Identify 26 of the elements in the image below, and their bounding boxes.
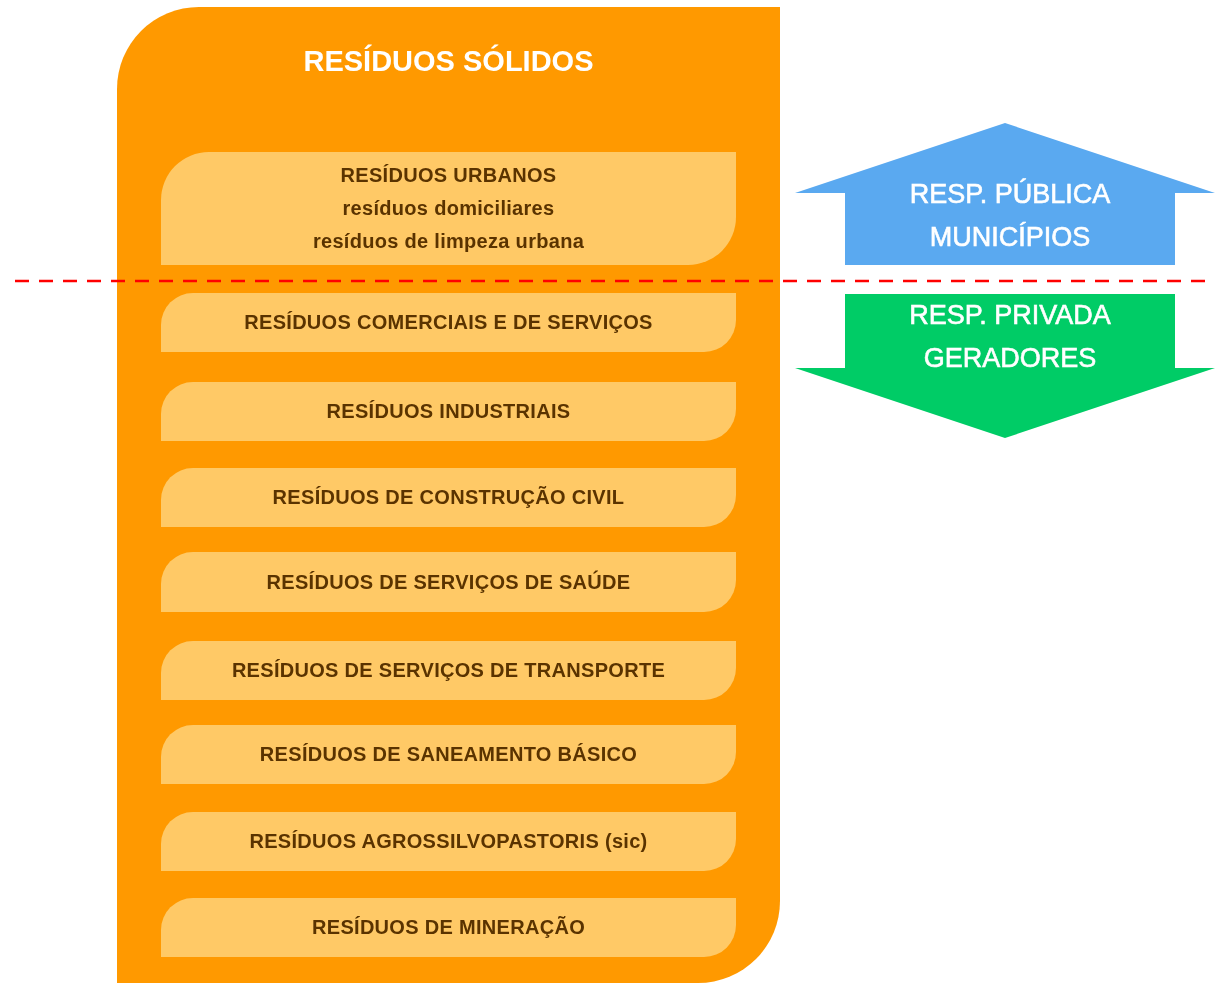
responsibility-label: MUNICÍPIOS xyxy=(928,221,1092,254)
category-title: RESÍDUOS URBANOS xyxy=(340,163,557,188)
category-title: RESÍDUOS INDUSTRIAIS xyxy=(326,399,571,424)
category-box xyxy=(161,812,736,871)
category-title: RESÍDUOS AGROSSILVOPASTORIS (sic) xyxy=(249,829,648,854)
category-box xyxy=(161,382,736,441)
category-subtitle: resíduos domiciliares xyxy=(342,196,555,221)
category-box xyxy=(161,293,736,352)
responsibility-label: RESP. PÚBLICA xyxy=(908,177,1112,211)
category-box xyxy=(161,152,736,265)
category-subtitle: resíduos de limpeza urbana xyxy=(312,229,585,254)
responsibility-label: GERADORES xyxy=(922,342,1098,375)
category-title: RESÍDUOS DE SANEAMENTO BÁSICO xyxy=(259,742,638,767)
category-box xyxy=(161,898,736,957)
category-title: RESÍDUOS DE SERVIÇOS DE SAÚDE xyxy=(266,569,631,595)
category-title: RESÍDUOS DE MINERAÇÃO xyxy=(312,915,585,940)
category-panel xyxy=(117,7,780,983)
category-box xyxy=(161,468,736,527)
panel-title: RESÍDUOS SÓLIDOS xyxy=(302,45,595,78)
category-box xyxy=(161,552,736,612)
category-box xyxy=(161,725,736,784)
category-title: RESÍDUOS DE SERVIÇOS DE TRANSPORTE xyxy=(231,658,666,683)
responsibility-label: RESP. PRIVADA xyxy=(908,299,1112,332)
category-title: RESÍDUOS DE CONSTRUÇÃO CIVIL xyxy=(272,485,625,510)
category-title: RESÍDUOS COMERCIAIS E DE SERVIÇOS xyxy=(244,310,653,335)
category-box xyxy=(161,641,736,700)
